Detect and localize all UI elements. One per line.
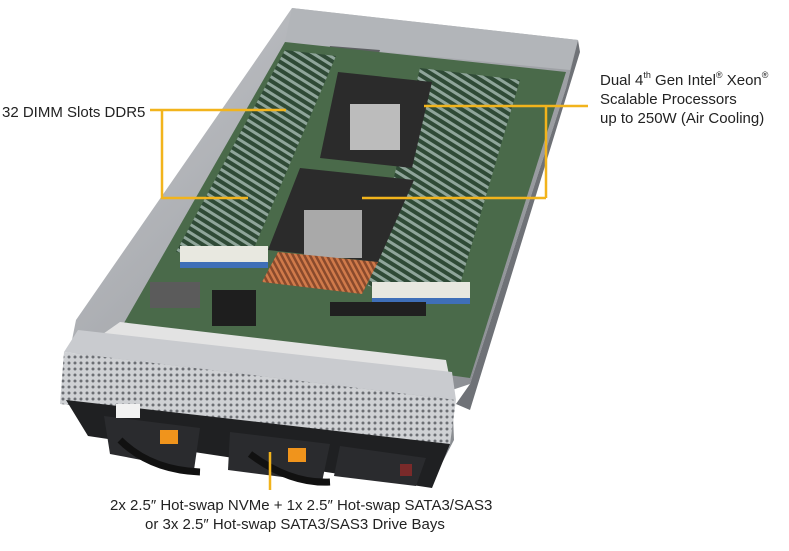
cpu-line-3: up to 250W (Air Cooling) <box>600 110 765 127</box>
dimm-bank-right <box>368 68 520 298</box>
white-pull-tab <box>116 404 140 418</box>
dimm-slots-label: 32 DIMM Slots DDR5 <box>2 103 145 122</box>
board-components <box>150 282 200 308</box>
drive-carrier-2 <box>228 432 330 482</box>
drive-bays-label: 2x 2.5″ Hot-swap NVMe + 1x 2.5″ Hot-swap… <box>110 496 492 534</box>
copper-heatsink <box>262 252 378 294</box>
front-mesh <box>60 352 456 444</box>
drive-release-tab-1 <box>160 430 178 444</box>
m2-slot <box>330 302 426 316</box>
callout-lines <box>150 104 588 490</box>
dimm-latches-left <box>180 246 268 268</box>
chassis-rear-plate <box>285 8 578 70</box>
drive-handle-2 <box>247 451 331 486</box>
drive-handle-1 <box>117 437 201 476</box>
chipset <box>212 290 256 326</box>
drive-bays-line-2: or 3x 2.5″ Hot-swap SATA3/SAS3 Drive Bay… <box>145 516 445 533</box>
cpu-line-1-sup2: ® <box>715 70 723 80</box>
cpu-line-1-sup1: th <box>643 70 651 80</box>
cpu-label: Dual 4th Gen Intel® Xeon® Scalable Proce… <box>600 71 768 128</box>
dimm-callout <box>160 110 248 200</box>
cpu-upper-block <box>350 104 400 150</box>
cpu-line-1-pre: Dual 4 <box>600 72 644 89</box>
cpu-lower-block <box>304 210 362 258</box>
dimm-latches-right <box>372 282 470 304</box>
dimm-bank-left <box>176 50 336 262</box>
drive-carrier-1 <box>104 416 200 470</box>
dimm-slots-text: 32 DIMM Slots DDR5 <box>2 104 146 121</box>
cpu-line-1-post: Xeon <box>722 72 762 89</box>
drive-bays-line-1: 2x 2.5″ Hot-swap NVMe + 1x 2.5″ Hot-swap… <box>110 497 493 514</box>
cpu-line-2: Scalable Processors <box>600 91 737 108</box>
cpu-line-1-mid: Gen Intel <box>650 72 716 89</box>
cpu-line-1: Dual 4th Gen Intel® Xeon® <box>600 71 768 90</box>
cpu-line-1-sup3: ® <box>761 70 769 80</box>
status-indicator <box>400 464 412 476</box>
drive-release-tab-2 <box>288 448 306 462</box>
front-panel-top <box>64 330 456 400</box>
